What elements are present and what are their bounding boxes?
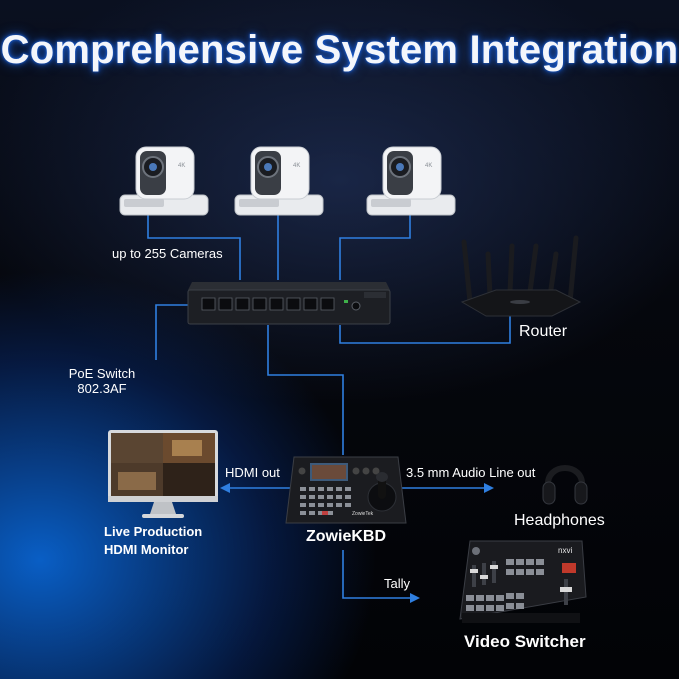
monitor-label-line2: HDMI Monitor: [104, 542, 189, 557]
camera-2-badge: 4K: [293, 163, 300, 169]
poe-switch-link: [155, 304, 190, 360]
ptz-camera-2: 4K: [234, 146, 324, 216]
audio-line-out-label: 3.5 mm Audio Line out: [406, 465, 536, 480]
ptz-camera-1: 4K: [119, 146, 209, 216]
poe-switch-device: [187, 282, 391, 325]
camera-3-link: [339, 215, 411, 280]
router-link: [339, 315, 511, 344]
poe-switch-label-line1: PoE Switch: [68, 366, 136, 381]
camera-1-badge: 4K: [178, 163, 185, 169]
tally-link: [342, 550, 416, 599]
controller-label: ZowieKBD: [306, 528, 386, 545]
video-switcher-label: Video Switcher: [464, 632, 586, 651]
headphones-device: [542, 465, 588, 505]
controller-link: [267, 325, 344, 455]
tally-arrow-icon: [410, 593, 420, 603]
poe-switch-label-line2: 802.3AF: [77, 381, 127, 396]
page-title: Comprehensive System Integration: [0, 28, 679, 72]
router-label: Router: [519, 323, 568, 340]
hdmi-monitor-device: [108, 430, 218, 518]
switcher-brand-mark: nxvi: [558, 546, 572, 555]
keyboard-brand-mark: ZowieTek: [352, 511, 374, 517]
hdmi-arrow-icon: [220, 483, 230, 493]
monitor-label: Live Production HDMI Monitor: [104, 523, 202, 559]
cameras-label: up to 255 Cameras: [112, 246, 223, 261]
router-device: [460, 235, 582, 317]
camera-3-badge: 4K: [425, 163, 432, 169]
monitor-label-line1: Live Production: [104, 524, 203, 539]
video-switcher-device: nxvi: [459, 540, 587, 623]
ptz-camera-3: 4K: [366, 146, 456, 216]
audio-arrow-icon: [484, 483, 494, 493]
poe-switch-label: PoE Switch 802.3AF: [60, 366, 144, 396]
headphones-label: Headphones: [514, 512, 605, 529]
camera-1-link: [147, 215, 241, 280]
tally-label: Tally: [384, 576, 411, 591]
hdmi-out-label: HDMI out: [225, 465, 280, 480]
zowiekbd-controller-device: ZowieTek: [285, 456, 407, 524]
